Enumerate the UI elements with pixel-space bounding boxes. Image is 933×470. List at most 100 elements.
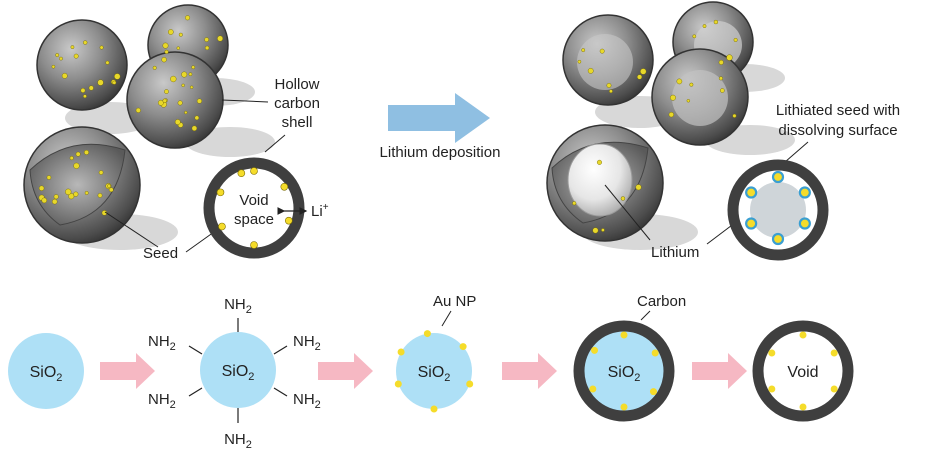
gold-seed	[280, 182, 289, 191]
seed-particle	[191, 125, 198, 132]
label-seed: Seed	[143, 245, 178, 262]
gold-nanoparticle	[423, 330, 431, 338]
amine-bond	[188, 387, 203, 397]
seed-particle	[702, 24, 707, 28]
seed-particle	[668, 111, 674, 118]
gold-nanoparticle	[649, 388, 657, 396]
seed-particle	[718, 76, 723, 81]
seed-particle	[98, 170, 104, 175]
synthesis-sequence: SiO2 SiO2 NH2 NH2 NH2 NH2 NH2 NH2 SiO2 A…	[8, 293, 854, 451]
seed-particle	[167, 29, 174, 35]
seed-particle	[164, 49, 169, 54]
seed-particle	[204, 37, 209, 42]
gold-seed	[250, 241, 258, 249]
gold-nanoparticle	[394, 380, 402, 388]
seed-particle	[606, 83, 612, 88]
gold-nanoparticle	[799, 403, 807, 411]
gold-nanoparticle	[459, 343, 467, 351]
label-lithium: Lithium	[651, 244, 699, 261]
label-void-line1: Void	[239, 192, 268, 209]
seed-particle	[61, 72, 68, 79]
gold-nanoparticles	[394, 330, 474, 413]
label-nh2-upper-left: NH2	[148, 333, 176, 353]
seed-particle	[107, 184, 111, 188]
lithiated-seed	[745, 217, 758, 230]
label-li-ion: Li+	[311, 202, 329, 220]
seed-particle	[635, 184, 642, 191]
gold-seed	[237, 169, 246, 178]
seed-particle	[204, 45, 210, 51]
seed-particle	[68, 193, 75, 200]
gold-nanoparticle	[466, 380, 474, 388]
seed-particle	[718, 59, 724, 65]
seed-particle	[217, 35, 224, 42]
seed-particle	[670, 94, 676, 101]
label-sio2-step2: SiO2	[222, 363, 255, 383]
label-hollow-line3: shell	[282, 114, 313, 131]
lithiated-seeds	[745, 170, 811, 246]
seed-particle	[97, 193, 103, 198]
seed-particle	[46, 175, 52, 180]
label-void: Void	[787, 364, 818, 381]
gold-nanoparticle	[620, 403, 628, 411]
amine-bond	[188, 345, 203, 355]
gold-nanoparticle	[799, 331, 807, 339]
seed-particle	[65, 188, 72, 196]
amine-bond	[273, 345, 288, 355]
label-au-np: Au NP	[433, 293, 476, 310]
seed-particle	[720, 88, 725, 93]
label-nh2-top: NH2	[224, 296, 252, 316]
silica-sphere-au	[396, 333, 472, 409]
hollow-sphere	[36, 19, 128, 111]
hollow-sphere	[126, 51, 224, 149]
lithium-core	[577, 34, 633, 90]
lithiated-seed	[798, 186, 811, 199]
lithium-callout-line	[604, 184, 651, 241]
seed-particle	[181, 71, 188, 78]
gold-nanoparticle	[830, 349, 838, 357]
seed-particle	[599, 48, 605, 54]
seed-particle	[177, 100, 183, 106]
seed-particle	[99, 45, 104, 50]
seed-particle	[114, 73, 121, 80]
seed-particle	[41, 197, 48, 204]
seed-particle	[592, 227, 599, 234]
process-arrow-4	[692, 353, 747, 389]
seed-particle	[69, 156, 74, 161]
lithiated-seed	[771, 232, 785, 246]
seed-particle	[689, 82, 694, 87]
label-sio2-step4: SiO2	[608, 364, 641, 384]
seed-particle	[108, 187, 114, 193]
silica-sphere-amine	[200, 332, 276, 408]
gold-seeds	[216, 167, 293, 249]
seed-particle	[637, 74, 643, 80]
amine-bond	[273, 387, 288, 397]
gold-nanoparticle	[591, 346, 599, 354]
gold-seed	[216, 188, 225, 197]
lithium-core	[672, 70, 728, 126]
process-arrow-2	[318, 353, 373, 389]
seed-particle	[80, 88, 86, 93]
amine-bonds	[188, 318, 288, 423]
seed-particle	[191, 65, 196, 70]
lithium-deposit	[567, 143, 633, 217]
seed-particle	[676, 78, 683, 85]
label-nh2-upper-right: NH2	[293, 333, 321, 353]
seed-particle	[184, 110, 188, 115]
gold-nanoparticle	[768, 385, 776, 393]
gold-nanoparticle	[651, 349, 659, 357]
gold-nanoparticle	[397, 348, 405, 356]
hollow-shell-callout-line	[221, 99, 269, 103]
shell-callout-line-2	[264, 134, 286, 153]
gold-seed	[284, 216, 293, 225]
shell-cross-section: Void space Li+	[203, 157, 329, 259]
seed-particle	[581, 48, 586, 52]
hollow-carbon-shell	[752, 320, 854, 422]
lithiated-cross-section	[727, 159, 829, 261]
seed-particle	[59, 56, 63, 61]
seed-particle	[577, 59, 582, 64]
gold-nanoparticle	[430, 405, 438, 413]
seed-particle	[97, 79, 104, 86]
